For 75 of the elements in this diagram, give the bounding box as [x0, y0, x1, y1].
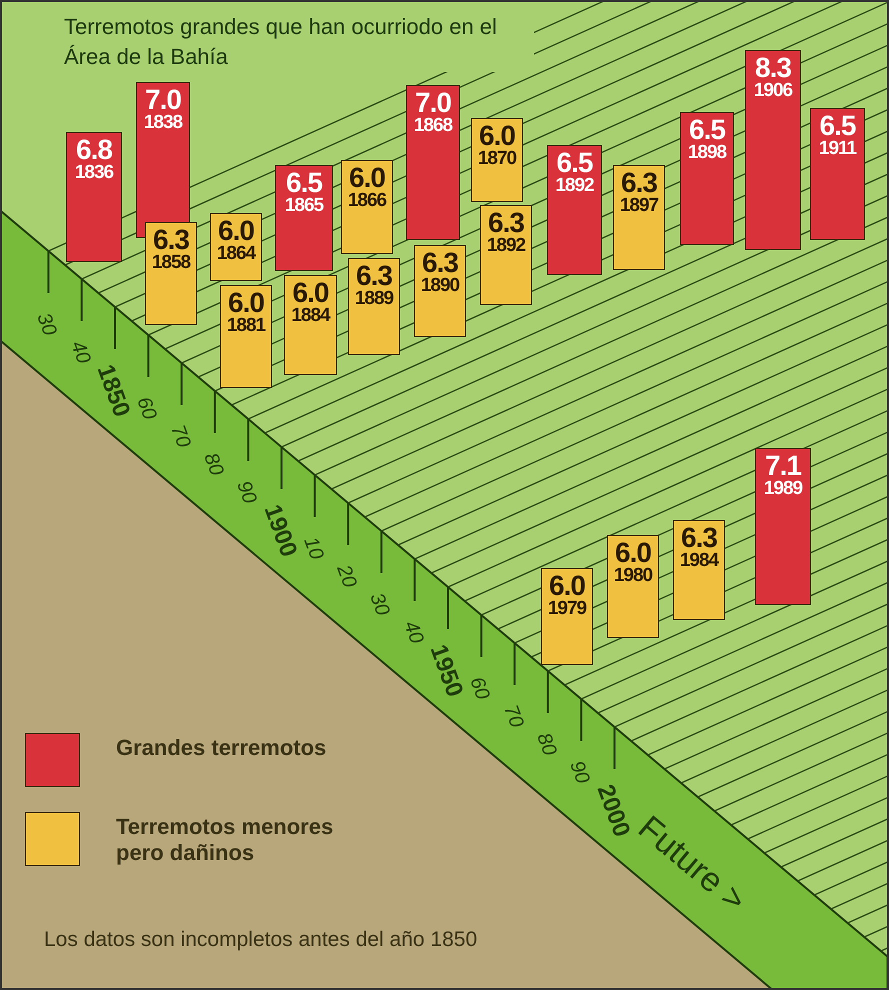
year-label: 1898 — [688, 143, 726, 163]
earthquake-flag — [210, 213, 262, 281]
magnitude-value: 6.8 — [76, 137, 112, 163]
earthquake-flag — [680, 112, 734, 245]
legend-text: Grandes terremotos — [116, 735, 328, 761]
earthquake-flag — [66, 132, 122, 262]
earthquake-flag — [673, 520, 725, 620]
year-label: 1980 — [614, 566, 652, 586]
year-label: 1868 — [414, 116, 452, 136]
year-label: 1870 — [478, 149, 516, 169]
earthquake-flag — [406, 85, 460, 240]
magnitude-value: 6.0 — [292, 280, 328, 306]
earthquake-flag — [613, 165, 665, 270]
earthquake-flag — [275, 165, 333, 271]
earthquake-flag — [284, 275, 337, 375]
earthquake-flag — [220, 285, 272, 388]
year-label: 1892 — [486, 236, 526, 256]
magnitude-value: 7.0 — [145, 87, 181, 113]
earthquake-flag — [541, 568, 593, 665]
year-label: 1866 — [348, 191, 386, 211]
magnitude-value: 6.3 — [681, 525, 717, 551]
magnitude-value: 6.5 — [286, 170, 322, 196]
magnitude-value: 7.0 — [415, 90, 451, 116]
magnitude-value: 6.0 — [349, 165, 385, 191]
earthquake-flag — [414, 245, 466, 337]
year-label: 1890 — [420, 276, 460, 296]
earthquake-flag — [810, 108, 865, 240]
year-label: 1892 — [555, 176, 594, 196]
year-tick-label: 70 — [498, 701, 528, 733]
year-tick-label: 20 — [331, 561, 362, 593]
magnitude-value: 6.0 — [218, 218, 254, 244]
magnitude-value: 6.5 — [820, 113, 856, 139]
year-label: 1865 — [284, 196, 324, 216]
magnitude-value: 6.3 — [153, 227, 189, 253]
magnitude-value: 6.0 — [549, 573, 585, 599]
year-tick-label: 30 — [364, 589, 395, 621]
magnitude-value: 8.3 — [755, 55, 791, 81]
magnitude-value: 6.5 — [556, 150, 592, 176]
year-label: 1989 — [764, 479, 802, 499]
magnitude-value: 6.3 — [356, 263, 392, 289]
earthquake-flag — [471, 118, 523, 202]
magnitude-value: 6.0 — [615, 540, 651, 566]
earthquake-flag — [145, 222, 197, 325]
magnitude-value: 6.3 — [621, 170, 657, 196]
earthquake-flag — [348, 258, 400, 355]
year-label: 1889 — [354, 289, 394, 309]
year-label: 1864 — [216, 244, 256, 264]
earthquake-flag — [480, 205, 532, 305]
earthquake-flag — [755, 448, 811, 605]
year-label: 1897 — [620, 196, 658, 216]
year-tick-label: 70 — [164, 421, 196, 453]
year-label: 1984 — [680, 551, 718, 571]
earthquake-flag — [607, 535, 659, 638]
legend-text: Terremotos menores pero dañinos — [116, 814, 334, 866]
magnitude-value: 6.5 — [689, 117, 725, 143]
year-label: 1884 — [291, 306, 330, 326]
magnitude-value: 7.1 — [765, 453, 801, 479]
year-label: 1838 — [144, 113, 182, 133]
year-label: 1881 — [226, 316, 266, 336]
magnitude-value: 6.0 — [479, 123, 515, 149]
year-label: 1906 — [754, 81, 792, 101]
year-tick-label: 30 — [32, 309, 62, 341]
magnitude-value: 6.3 — [488, 210, 524, 236]
year-tick-label: 80 — [531, 729, 562, 761]
earthquake-flag — [547, 145, 602, 275]
earthquake-flag — [745, 50, 801, 250]
note-text: Los datos son incompletos antes del año 1850 — [44, 928, 478, 952]
earthquake-flag — [341, 160, 393, 254]
year-label: 1858 — [152, 253, 190, 273]
year-tick-label: 80 — [198, 449, 228, 481]
year-label: 1911 — [818, 139, 856, 159]
magnitude-value: 6.0 — [228, 290, 264, 316]
year-label: 1979 — [548, 599, 586, 619]
year-label: 1836 — [74, 163, 114, 183]
magnitude-value: 6.3 — [422, 250, 458, 276]
